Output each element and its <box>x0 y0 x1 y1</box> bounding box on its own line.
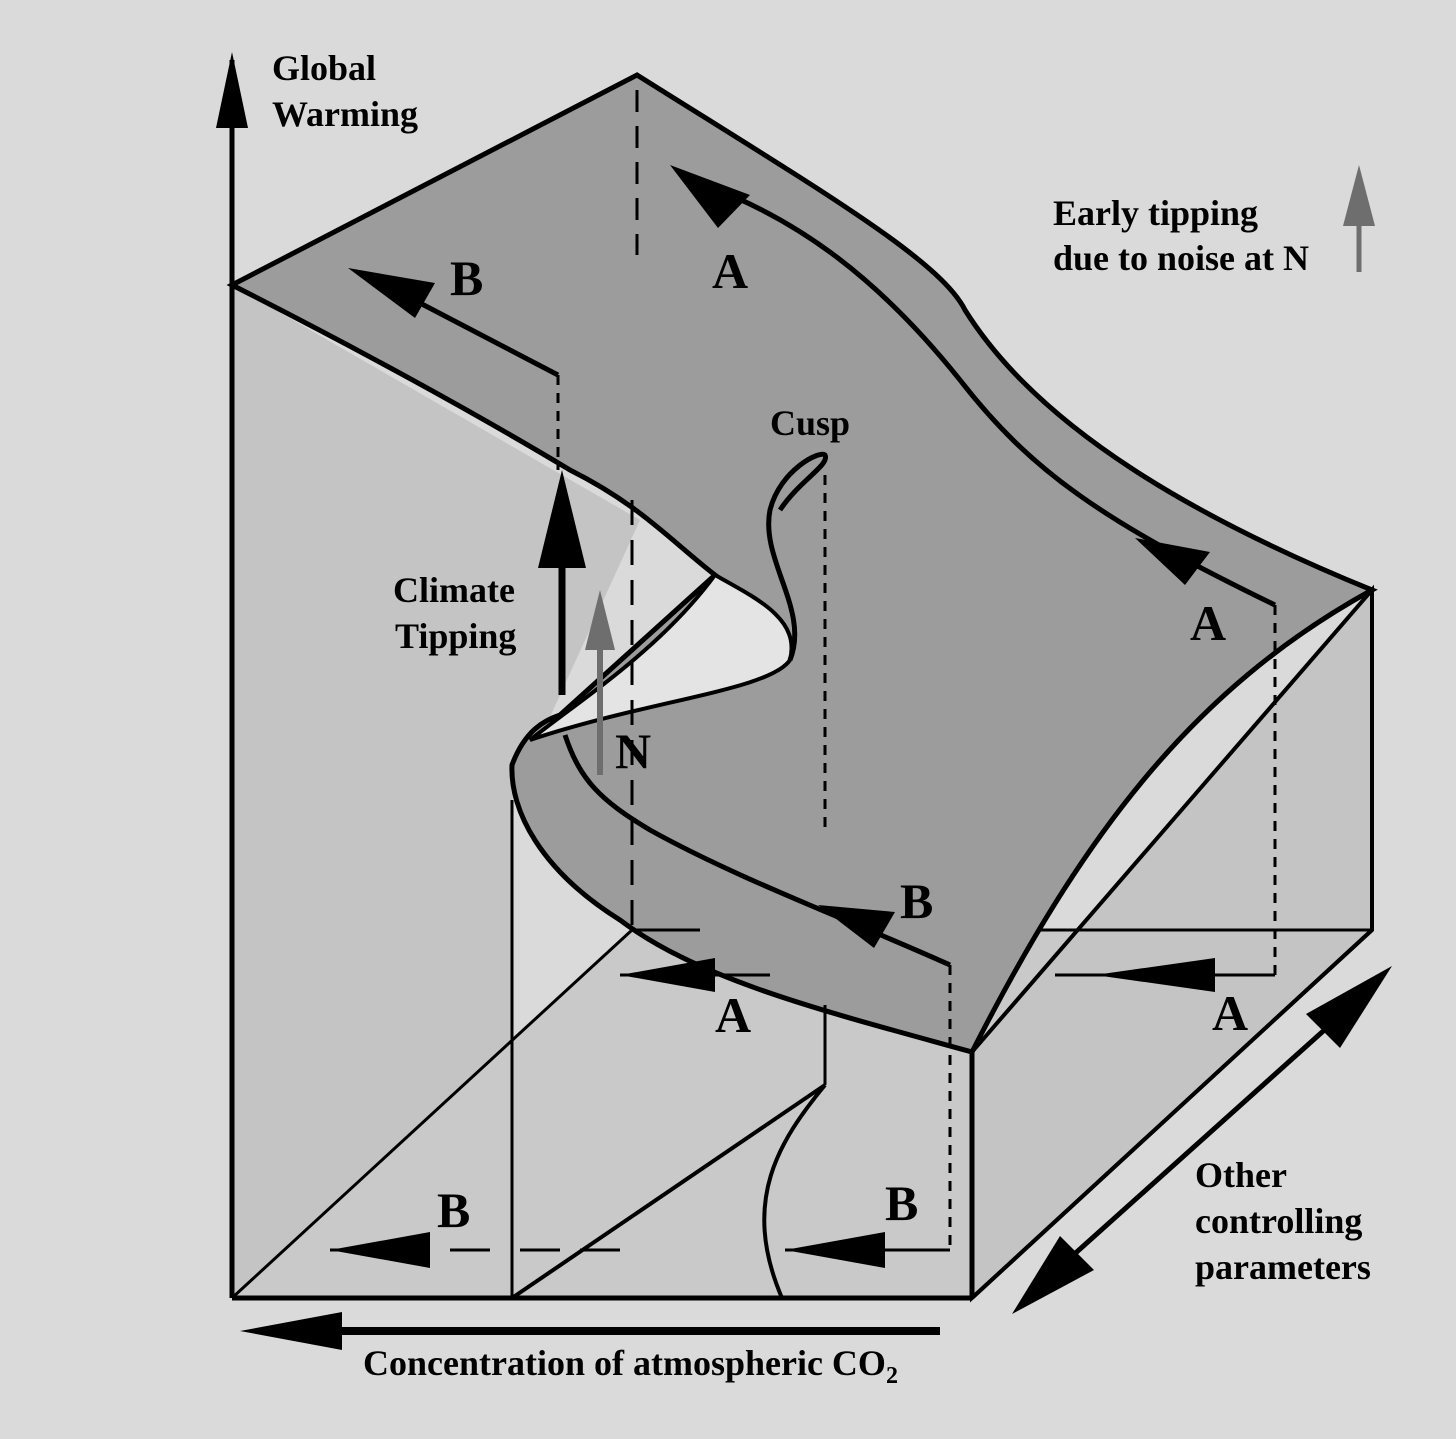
arrow-A-right-head <box>1135 538 1210 585</box>
lower-B-label: B <box>900 873 933 929</box>
early-tipping-label-line2: due to noise at N <box>1053 238 1309 278</box>
arrow-floor-A-right-head <box>1095 958 1215 992</box>
vertical-axis-arrowhead <box>216 52 248 128</box>
arrow-A-upper-head <box>670 165 750 228</box>
arrow-floor-B-left-head <box>330 1232 430 1268</box>
floor-B-left-label: B <box>437 1182 470 1238</box>
left-wall <box>232 285 640 1298</box>
depth-axis-label-line1: Other <box>1195 1155 1287 1195</box>
floor-B-right-label: B <box>885 1175 918 1231</box>
arrow-floor-A-left-head <box>620 958 715 992</box>
fold-underside <box>528 572 794 742</box>
climate-tipping-label-line1: Climate <box>393 570 515 610</box>
noise-point-label: N <box>615 723 651 779</box>
early-tipping-label-line1: Early tipping <box>1053 193 1258 233</box>
box-frame <box>229 60 1374 1301</box>
noise-tipping-arrow <box>585 590 615 775</box>
co2-axis-label-subscript: 2 <box>886 1363 898 1389</box>
arrow-B-lower-head <box>818 905 895 948</box>
floor-A-right-label: A <box>1212 985 1248 1041</box>
co2-axis-label: Concentration of atmospheric CO2 <box>363 1343 898 1389</box>
right-A-label: A <box>1190 595 1226 651</box>
vertical-axis-label-line2: Warming <box>272 94 418 134</box>
depth-axis-label-line3: parameters <box>1195 1247 1371 1287</box>
top-A-label: A <box>712 243 748 299</box>
equilibrium-surface <box>226 72 1378 1055</box>
co2-axis-arrow <box>240 1312 940 1350</box>
fold-edge <box>766 451 828 661</box>
top-B-label: B <box>450 250 483 306</box>
legend-noise-arrow <box>1343 165 1375 272</box>
arrow-floor-B-right-head <box>785 1232 885 1268</box>
cusp-label: Cusp <box>770 403 850 443</box>
depth-axis-label-line2: controlling <box>1195 1201 1362 1241</box>
climate-tipping-arrow <box>538 470 586 695</box>
climate-tipping-label-line2: Tipping <box>395 616 516 656</box>
floor-A-left-label: A <box>715 987 751 1043</box>
arrow-B-upper-head <box>348 268 435 318</box>
co2-axis-label-main: Concentration of atmospheric CO <box>363 1343 886 1383</box>
path-A-upper <box>704 182 1277 608</box>
vertical-axis-label-line1: Global <box>272 48 376 88</box>
other-parameters-axis-arrow <box>1012 966 1392 1314</box>
